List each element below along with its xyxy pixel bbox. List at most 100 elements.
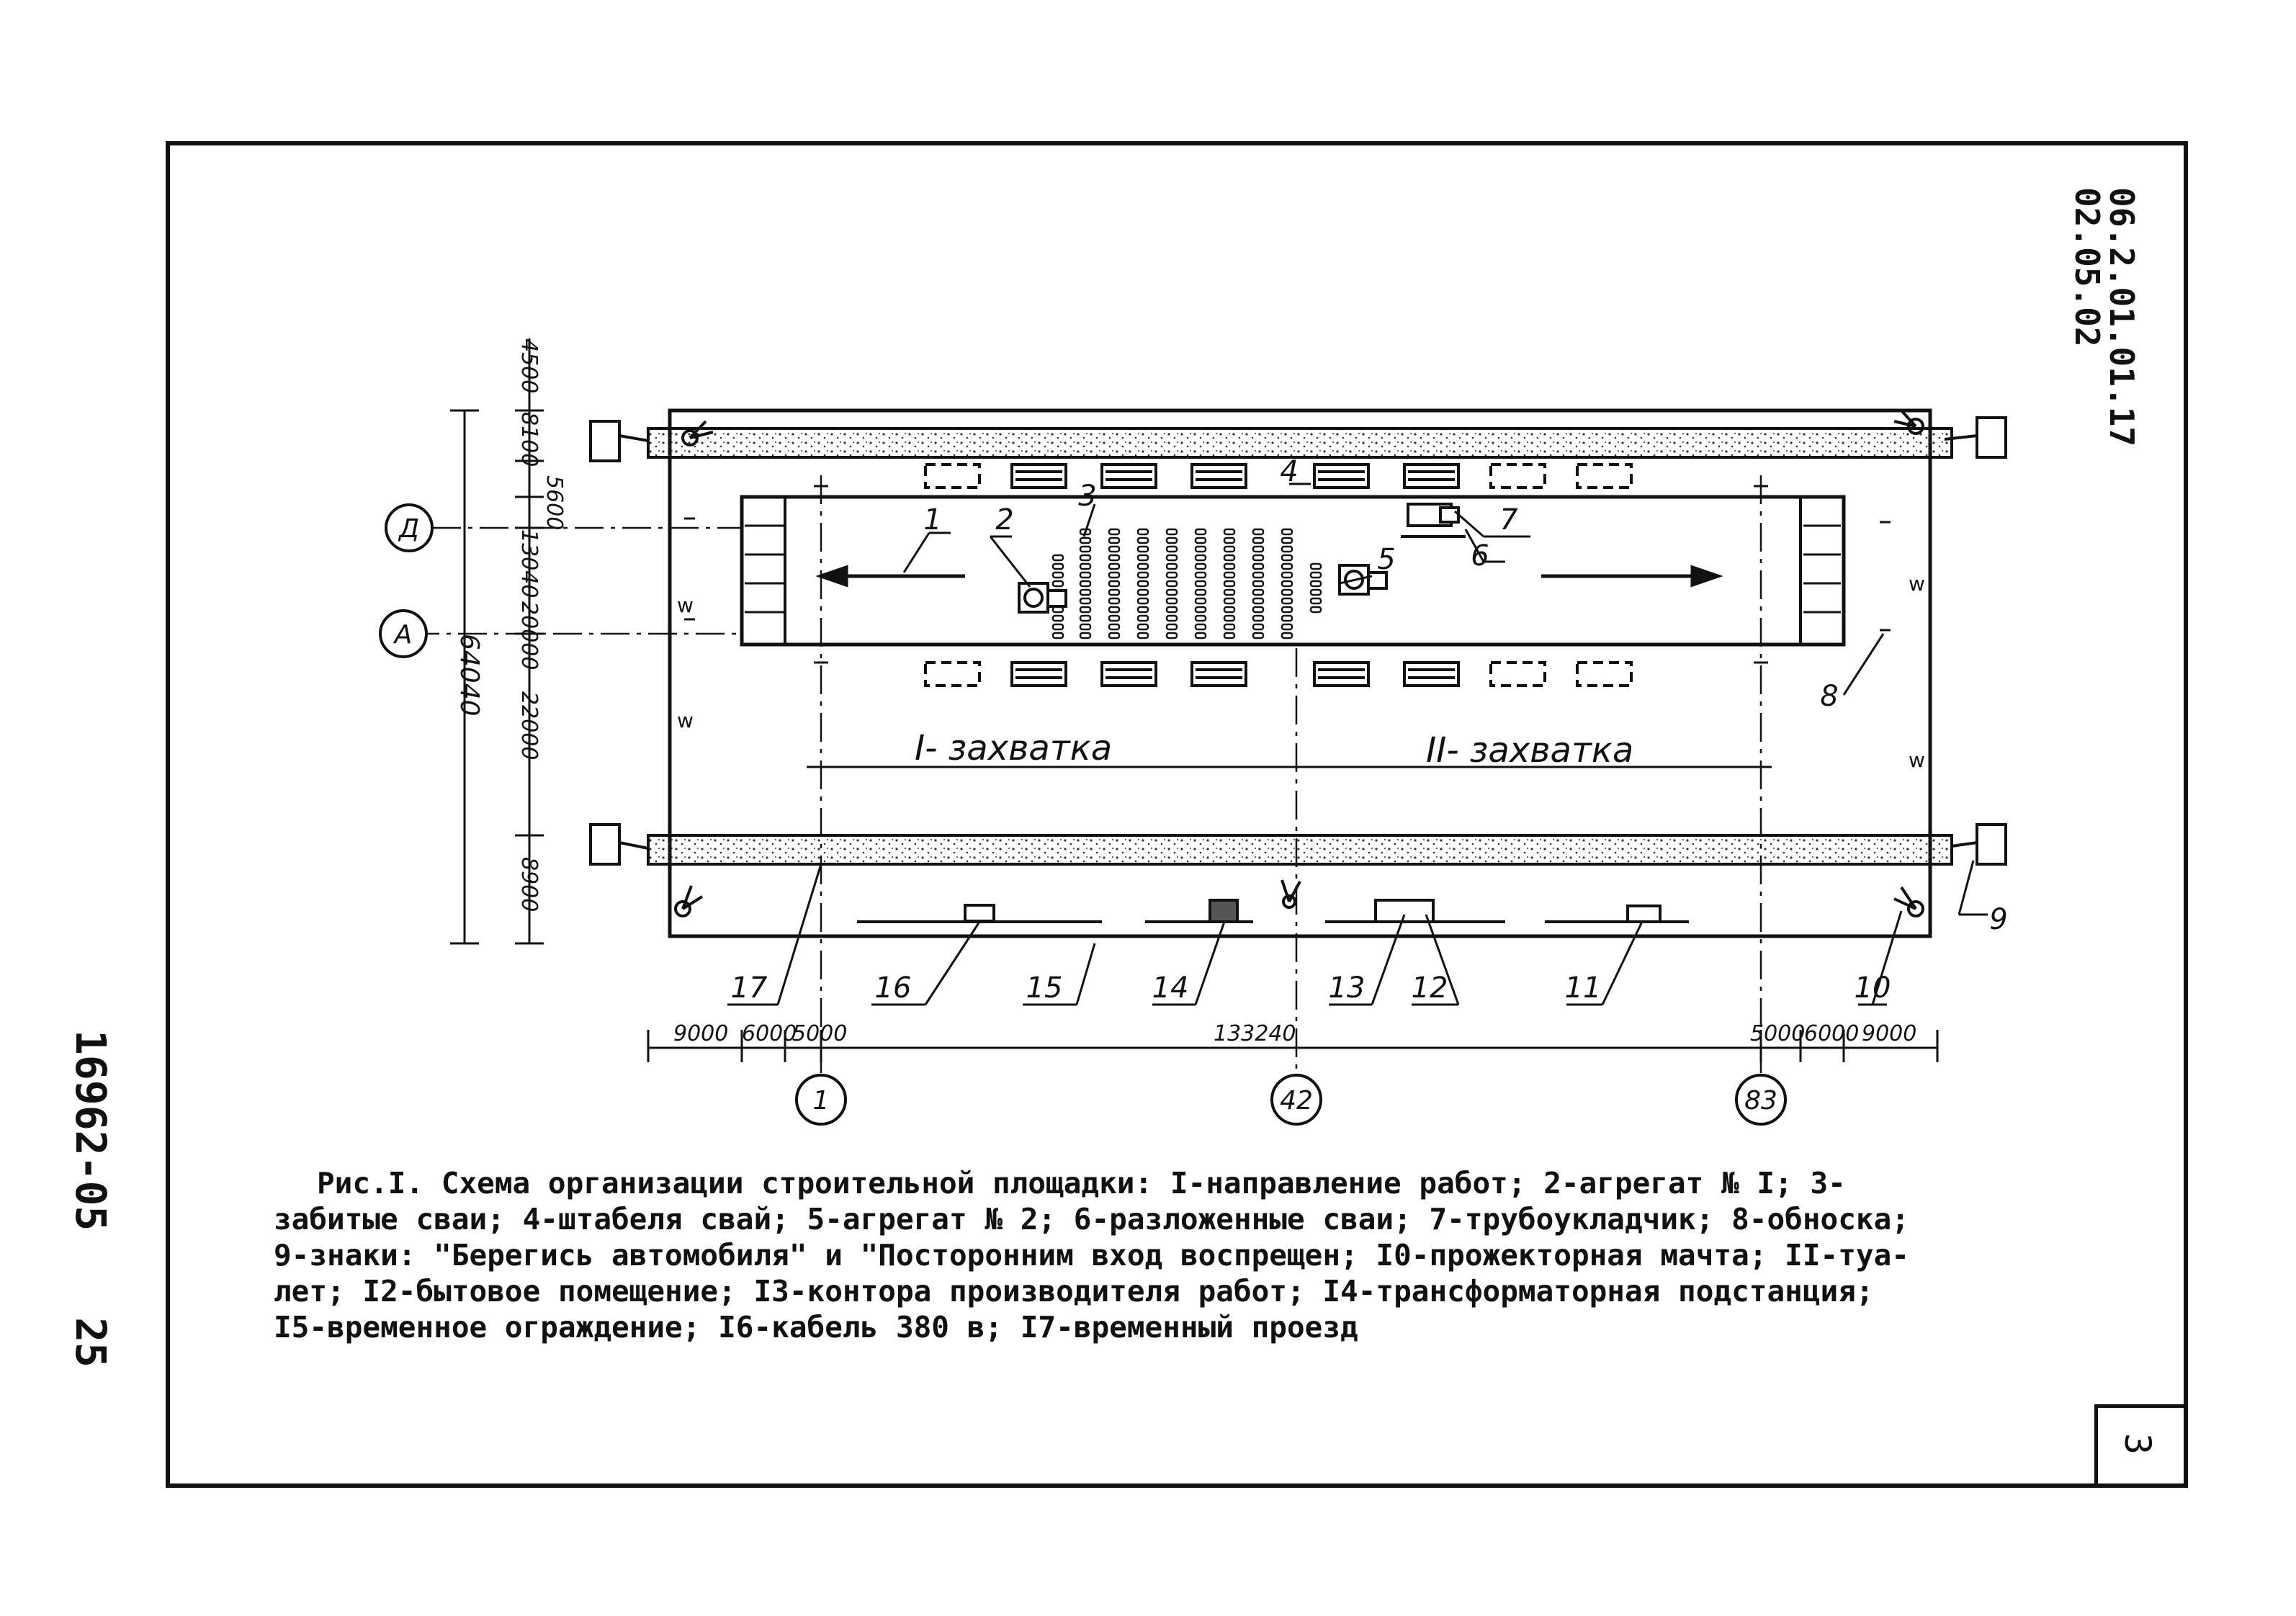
road-bottom: [647, 834, 1953, 866]
callout-7: 7: [1499, 503, 1518, 537]
svg-text:w: w: [677, 593, 694, 617]
dim-bottom-4: 5000: [1750, 1021, 1805, 1046]
road-top: [647, 427, 1953, 459]
callout-3: 3: [1078, 480, 1096, 513]
driven-pile: [1252, 562, 1265, 570]
driven-pile: [1079, 597, 1092, 605]
svg-text:w: w: [1909, 748, 1925, 772]
driven-piles: [1051, 528, 1322, 639]
caption-line-1: Рис.I. Схема организации строительной пл…: [317, 1166, 1846, 1200]
driven-pile: [1252, 537, 1265, 544]
callout-9: 9: [1989, 903, 2007, 936]
axis-row-A: А: [393, 620, 413, 650]
driven-pile: [1223, 632, 1236, 639]
caption-line-3: 9-знаки: "Берегись автомобиля" и "Постор…: [274, 1238, 1909, 1272]
driven-pile: [1281, 537, 1293, 544]
driven-pile: [1136, 623, 1149, 631]
driven-pile: [1281, 571, 1293, 579]
callout-14: 14: [1152, 971, 1189, 1005]
driven-pile: [1223, 588, 1236, 596]
dimension-chain-left: [450, 338, 544, 945]
driven-pile: [1108, 632, 1121, 639]
driven-pile: [1252, 528, 1265, 536]
driven-pile: [1223, 614, 1236, 622]
callout-2: 2: [995, 503, 1013, 537]
driven-pile: [1281, 562, 1293, 570]
warning-signs: [589, 416, 2007, 866]
driven-pile: [1108, 597, 1121, 605]
driven-pile: [1223, 623, 1236, 631]
driven-pile: [1281, 528, 1293, 536]
driven-pile: [1194, 588, 1207, 596]
driven-pile: [1252, 606, 1265, 614]
driven-pile: [1136, 632, 1149, 639]
axis-col-83: 83: [1744, 1086, 1777, 1116]
driven-pile: [1281, 554, 1293, 562]
driven-pile: [1079, 588, 1092, 596]
driven-pile: [1223, 606, 1236, 614]
pile-driver-1: [1018, 582, 1067, 614]
driven-pile: [1165, 614, 1178, 622]
callout-8: 8: [1820, 680, 1838, 713]
driven-pile: [1136, 606, 1149, 614]
driven-pile: [1108, 606, 1121, 614]
zone-1-label: I- захватка: [915, 728, 1112, 768]
driven-pile: [1194, 623, 1207, 631]
driven-pile: [1194, 545, 1207, 553]
driven-pile: [1309, 606, 1322, 614]
driven-pile: [1108, 571, 1121, 579]
driven-pile: [1252, 623, 1265, 631]
driven-pile: [1079, 614, 1092, 622]
driven-pile: [1194, 614, 1207, 622]
driven-pile: [1281, 588, 1293, 596]
callout-1: 1: [923, 503, 941, 537]
callout-leaders: [727, 482, 1988, 1006]
driven-pile: [1136, 554, 1149, 562]
driven-pile: [1194, 537, 1207, 544]
driven-pile: [1108, 588, 1121, 596]
driven-pile: [1309, 588, 1322, 596]
driven-pile: [1281, 545, 1293, 553]
driven-pile: [1252, 597, 1265, 605]
cable-box: [964, 904, 995, 923]
driven-pile: [1079, 632, 1092, 639]
driven-pile: [1051, 623, 1064, 631]
driven-pile: [1079, 545, 1092, 553]
driven-pile: [1108, 554, 1121, 562]
axis-col-1: 1: [813, 1086, 830, 1116]
driven-pile: [1165, 545, 1178, 553]
driven-pile: [1252, 571, 1265, 579]
dim-left-5: 22000: [516, 691, 542, 760]
dim-bottom-3: 133240: [1214, 1021, 1296, 1046]
driven-pile: [1281, 580, 1293, 588]
svg-text:w: w: [1909, 572, 1925, 596]
batter-board-marks: [684, 485, 1891, 664]
pile-driver-2: [1338, 564, 1388, 596]
driven-pile: [1281, 623, 1293, 631]
driven-pile: [1051, 614, 1064, 622]
callout-5: 5: [1377, 543, 1395, 576]
fence-wire-marks: ww ww: [677, 572, 1925, 772]
driven-pile: [1051, 632, 1064, 639]
dim-bottom-2: 5000: [792, 1021, 847, 1046]
callout-16: 16: [875, 971, 912, 1005]
callout-17: 17: [731, 971, 768, 1005]
dim-total-height: 64040: [454, 634, 484, 717]
dim-left-3: 13040: [516, 529, 542, 598]
driven-pile: [1252, 580, 1265, 588]
driven-pile: [1194, 580, 1207, 588]
driven-pile: [1108, 623, 1121, 631]
driven-pile: [1252, 588, 1265, 596]
driven-pile: [1136, 614, 1149, 622]
axis-bubbles: [379, 503, 1787, 1126]
axis-col-42: 42: [1280, 1086, 1313, 1116]
caption-line-5: I5-временное ограждение; I6-кабель 380 в…: [274, 1310, 1358, 1345]
site-fence: [668, 408, 1932, 938]
page-number-box: [2094, 1404, 2184, 1485]
driven-pile: [1194, 632, 1207, 639]
driven-pile: [1309, 580, 1322, 588]
pile-stacks: [924, 463, 1633, 687]
driven-pile: [1223, 571, 1236, 579]
driven-pile: [1252, 632, 1265, 639]
